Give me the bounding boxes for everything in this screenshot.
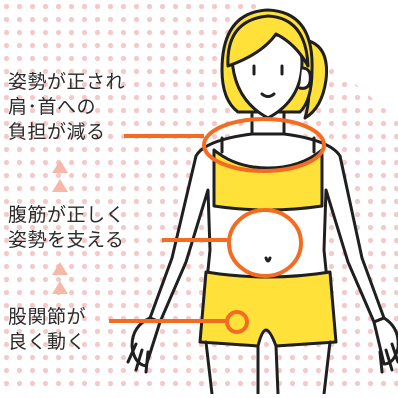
annotation-line: 良く動く <box>8 330 86 355</box>
abdomen-annotation: 腹筋が正しく 姿勢を支える <box>8 203 125 253</box>
annotation-line: 負担が減る <box>8 120 125 145</box>
annotation-line: 姿勢が正され <box>8 70 125 95</box>
shoulder-annotation: 姿勢が正され 肩･首への 負担が減る <box>8 70 125 145</box>
hip-annotation: 股関節が 良く動く <box>8 305 86 355</box>
annotation-line: 姿勢を支える <box>8 228 125 253</box>
annotation-line: 腹筋が正しく <box>8 203 125 228</box>
annotation-line: 肩･首への <box>8 95 125 120</box>
annotation-line: 股関節が <box>8 305 86 330</box>
